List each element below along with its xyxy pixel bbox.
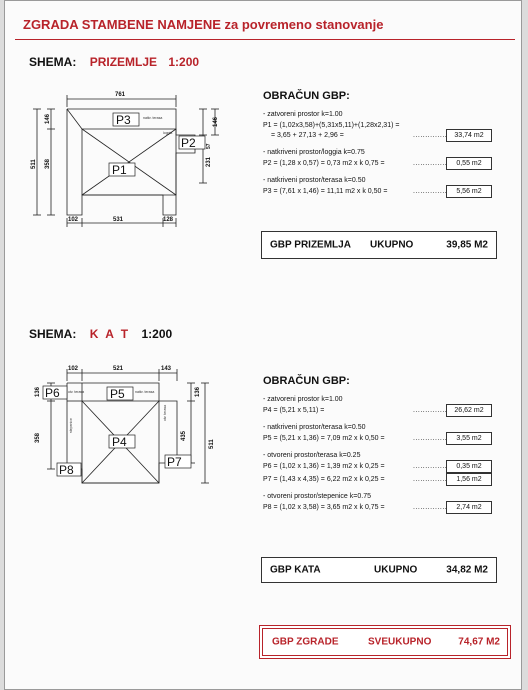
ground-left-dim-2: 358: [45, 158, 51, 169]
floor-right-dim-3: 511: [209, 439, 215, 449]
ground-line-p1a: P1 = (1,02x3,58)+(5,31x5,11)+(1,28x2,31)…: [263, 122, 400, 129]
floor-total-value: 34,82 M2: [446, 564, 488, 576]
floor-note-otv-1: otv. terasa: [68, 390, 84, 394]
ground-bottom-dim-1: 102: [68, 217, 79, 223]
floor-right-dim-2: 435: [181, 430, 187, 441]
ground-left-dim-3: 511: [31, 159, 37, 169]
ground-result-p1: 33,74 m2: [446, 129, 492, 142]
floor-top-dim-1: 102: [68, 366, 79, 372]
ground-line-p1b: = 3,65 + 27,13 + 2,96 =.................…: [263, 129, 492, 142]
ground-right-dim-2: 57: [206, 143, 212, 149]
ground-right-dim-3: 231: [206, 156, 212, 167]
room-p4-label: P4: [112, 435, 127, 449]
ground-top-dim: 761: [115, 92, 126, 98]
floor-line-p4: P4 = (5,21 x 5,11) =..................26…: [263, 404, 492, 417]
floor-section-3: - otvoreni prostor/terasa k=0.25 P6 = (1…: [263, 452, 492, 486]
floor-section-3-category: - otvoreni prostor/terasa k=0.25: [263, 452, 361, 459]
floor-line-p7: P7 = (1,43 x 4,35) = 6,22 m2 x k 0,25 =.…: [263, 473, 492, 486]
floor-left-dim-1: 136: [35, 386, 41, 397]
grand-total-inner-frame: [262, 628, 508, 656]
ground-calculation: OBRAČUN GBP: - zatvoreni prostor k=1.00 …: [263, 90, 492, 198]
floor-note-stepenice: stepenice: [69, 418, 73, 433]
ground-calc-title: OBRAČUN GBP:: [263, 90, 350, 102]
ground-section-2: - natkriveni prostor/loggia k=0.75 P2 = …: [263, 149, 492, 170]
floor-section-1-category: - zatvoreni prostor k=1.00: [263, 396, 343, 403]
ground-schema-heading: SHEMA: PRIZEMLJE 1:200: [29, 55, 199, 69]
title-rule: [15, 39, 515, 40]
floor-schema-scale: 1:200: [141, 327, 173, 341]
grand-total-box: GBP ZGRADE SVEUKUPNO 74,67 M2: [259, 625, 511, 659]
room-p7-label: P7: [167, 455, 182, 469]
ground-schema-label: SHEMA:: [29, 55, 77, 69]
floor-section-2-category: - natkriveni prostor/terasa k=0.50: [263, 424, 366, 431]
ground-schema-scale: 1:200: [168, 55, 200, 69]
grand-total-word: SVEUKUPNO: [368, 636, 432, 648]
floor-left-dim-2: 358: [35, 432, 41, 443]
floor-result-p6: 0,35 m2: [446, 460, 492, 473]
ground-left-dim-1: 146: [45, 113, 51, 124]
grand-total-value: 74,67 M2: [458, 636, 500, 648]
floor-note-otv-2: otv. terasa: [163, 405, 167, 421]
grand-total-label: GBP ZGRADE: [272, 636, 339, 648]
floor-right-dim-1: 136: [195, 386, 201, 397]
ground-total-box: GBP PRIZEMLJA UKUPNO 39,85 M2: [261, 231, 497, 259]
upper-floor-plan: 102 521 143 136 358 136 435 511 P6 P5 P4…: [35, 366, 215, 484]
floor-schema-label: SHEMA:: [29, 327, 77, 341]
floor-top-dim-2: 521: [113, 366, 124, 372]
ground-bottom-dim-2: 531: [113, 217, 124, 223]
ground-right-dim-1: 146: [213, 116, 219, 127]
floor-section-4-category: - otvoreni prostor/stepenice k=0.75: [263, 493, 371, 500]
room-p3-label: P3: [116, 113, 131, 127]
ground-note-loggia: loggia: [163, 131, 172, 135]
ground-section-2-category: - natkriveni prostor/loggia k=0.75: [263, 149, 365, 156]
ground-total-value: 39,85 M2: [446, 239, 488, 251]
floor-total-word: UKUPNO: [374, 564, 418, 576]
floor-calculation: OBRAČUN GBP: - zatvoreni prostor k=1.00 …: [263, 375, 492, 514]
ground-line-p3: P3 = (7,61 x 1,46) = 11,11 m2 x k 0,50 =…: [263, 185, 492, 198]
floor-line-p8: P8 = (1,02 x 3,58) = 3,65 m2 x k 0,75 =.…: [263, 501, 492, 514]
room-p2-label: P2: [181, 136, 196, 150]
floor-line-p6: P6 = (1,02 x 1,36) = 1,39 m2 x k 0,25 =.…: [263, 460, 492, 473]
ground-section-3-category: - natkriveni prostor/terasa k=0.50: [263, 177, 366, 184]
floor-schema-heading: SHEMA: K A T 1:200: [29, 327, 172, 341]
ground-floor-plan: 761 102 531 128 146 358 511 146 57 231 P…: [31, 92, 219, 227]
floor-top-dim-3: 143: [161, 366, 172, 372]
ground-section-1-category: - zatvoreni prostor k=1.00: [263, 111, 343, 118]
ground-line-p2: P2 = (1,28 x 0,57) = 0,73 m2 x k 0,75 =.…: [263, 157, 492, 170]
room-p6-label: P6: [45, 386, 60, 400]
floor-result-p8: 2,74 m2: [446, 501, 492, 514]
floor-result-p4: 26,62 m2: [446, 404, 492, 417]
room-p1-label: P1: [112, 163, 127, 177]
ground-section-3: - natkriveni prostor/terasa k=0.50 P3 = …: [263, 177, 492, 198]
ground-bottom-dim-3: 128: [163, 217, 174, 223]
room-p5-label: P5: [110, 387, 125, 401]
floor-total-box: GBP KATA UKUPNO 34,82 M2: [261, 557, 497, 583]
ground-total-label: GBP PRIZEMLJA: [270, 239, 351, 251]
floor-result-p5: 3,55 m2: [446, 432, 492, 445]
ground-schema-name: PRIZEMLJE: [89, 55, 158, 69]
floor-note-terasa: natkr. terasa: [135, 390, 154, 394]
floor-result-p7: 1,56 m2: [446, 473, 492, 486]
floor-line-p5: P5 = (5,21 x 1,36) = 7,09 m2 x k 0,50 =.…: [263, 432, 492, 445]
ground-result-p2: 0,55 m2: [446, 157, 492, 170]
floor-section-1: - zatvoreni prostor k=1.00 P4 = (5,21 x …: [263, 396, 492, 417]
ground-section-1: - zatvoreni prostor k=1.00 P1 = (1,02x3,…: [263, 111, 492, 142]
floor-section-4: - otvoreni prostor/stepenice k=0.75 P8 =…: [263, 493, 492, 514]
floor-section-2: - natkriveni prostor/terasa k=0.50 P5 = …: [263, 424, 492, 445]
room-p8-label: P8: [59, 463, 74, 477]
ground-total-word: UKUPNO: [370, 239, 414, 251]
floor-schema-name: K A T: [89, 327, 131, 341]
ground-result-p3: 5,56 m2: [446, 185, 492, 198]
ground-note-terasa: natkr. terasa: [143, 116, 162, 120]
floor-total-label: GBP KATA: [270, 564, 321, 576]
floor-calc-title: OBRAČUN GBP:: [263, 375, 350, 387]
document-page: ZGRADA STAMBENE NAMJENE za povremeno sta…: [4, 0, 522, 690]
document-title: ZGRADA STAMBENE NAMJENE za povremeno sta…: [23, 17, 384, 32]
